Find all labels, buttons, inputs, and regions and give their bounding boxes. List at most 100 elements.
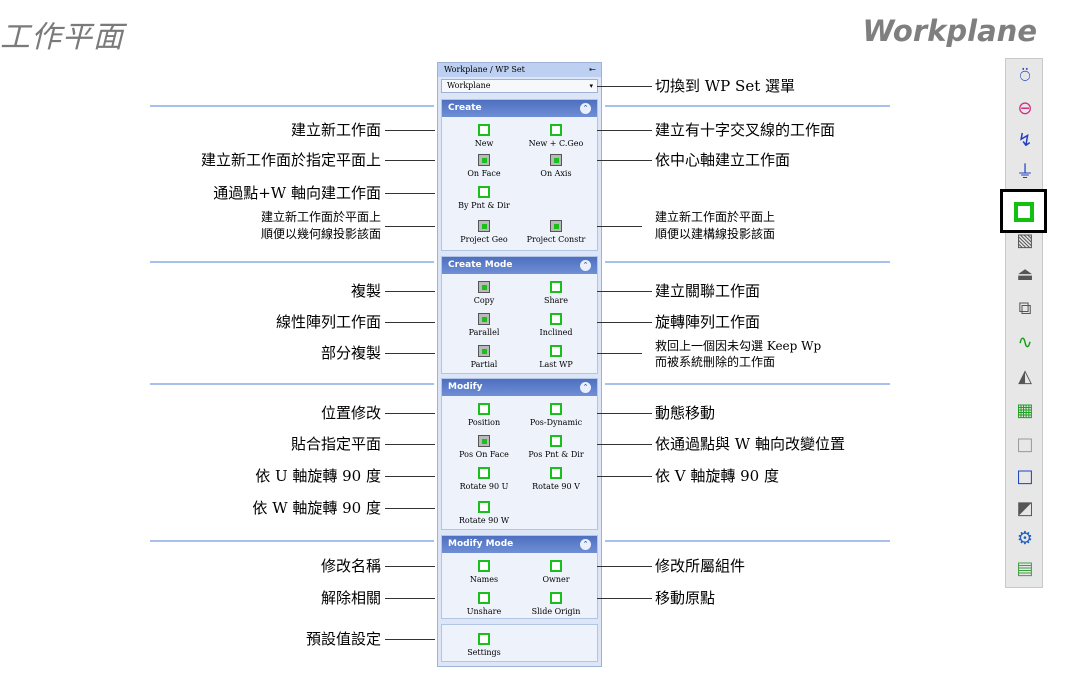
label-last-wp-1: 救回上一個因未勾選 Keep Wp xyxy=(655,339,822,353)
settings-button[interactable]: Settings xyxy=(444,631,524,658)
group-header-modify[interactable]: Modify ⌃ xyxy=(442,379,597,396)
rotate-90-v-button[interactable]: Rotate 90 V xyxy=(516,465,596,492)
unshare-icon xyxy=(476,590,492,606)
slide-origin-button[interactable]: Slide Origin xyxy=(516,590,596,617)
guide-line xyxy=(150,540,434,542)
label-partial: 部分複製 xyxy=(320,344,381,362)
on-face-button[interactable]: On Face xyxy=(444,152,524,179)
grid-icon[interactable]: ▦ xyxy=(1016,400,1034,421)
new-button[interactable]: New xyxy=(444,122,524,149)
names-button[interactable]: Names xyxy=(444,558,524,585)
label-pos-on-face: 貼合指定平面 xyxy=(290,435,381,453)
pos-pnt-dir-button[interactable]: Pos Pnt & Dir xyxy=(516,433,596,460)
cone-icon[interactable]: ⍥ xyxy=(1019,66,1031,87)
spline-icon[interactable]: ∿ xyxy=(1017,332,1033,353)
axis-icon[interactable]: ⏚ xyxy=(1016,162,1034,183)
pin-icon[interactable]: ⇤ xyxy=(589,65,596,74)
shell-icon[interactable]: ◭ xyxy=(1018,366,1032,387)
parallel-icon xyxy=(476,311,492,327)
rotate-90-u-button[interactable]: Rotate 90 U xyxy=(444,465,524,492)
connector-line xyxy=(597,291,652,292)
owner-button[interactable]: Owner xyxy=(516,558,596,585)
collapse-icon[interactable]: ⌃ xyxy=(580,382,591,393)
collapse-icon[interactable]: ⌃ xyxy=(580,539,591,550)
project-geo-button[interactable]: Project Geo xyxy=(444,218,524,245)
by-pnt-dir-button[interactable]: By Pnt & Dir xyxy=(444,184,524,211)
inclined-icon xyxy=(548,311,564,327)
label-last-wp-2: 而被系統刪除的工作面 xyxy=(655,355,776,369)
last-wp-icon xyxy=(548,343,564,359)
cube-arrow-icon[interactable]: ⧉ xyxy=(1018,298,1032,319)
connector-line xyxy=(385,322,435,323)
partial-button[interactable]: Partial xyxy=(444,343,524,370)
group-header-create[interactable]: Create ⌃ xyxy=(442,100,597,117)
axis-icon xyxy=(548,152,564,168)
cylinder-icon[interactable]: ⊖ xyxy=(1017,98,1033,119)
label-settings: 預設值設定 xyxy=(305,630,381,648)
group-modify: Modify ⌃ Position Pos-Dynamic Pos On Fac… xyxy=(441,378,598,530)
group-title: Create xyxy=(448,103,482,113)
label-on-axis: 依中心軸建立工作面 xyxy=(655,151,791,169)
project-constr-button[interactable]: Project Constr xyxy=(516,218,596,245)
frame-icon[interactable]: ▤ xyxy=(1016,558,1034,579)
label-new: 建立新工作面 xyxy=(290,121,381,139)
guide-line xyxy=(150,261,434,263)
project-geo-icon xyxy=(476,218,492,234)
connector-line xyxy=(385,226,435,227)
unshare-button[interactable]: Unshare xyxy=(444,590,524,617)
label-new-cgeo: 建立有十字交叉線的工作面 xyxy=(655,121,836,139)
group-title: Create Mode xyxy=(448,260,513,270)
guide-line xyxy=(150,383,434,385)
parallel-button[interactable]: Parallel xyxy=(444,311,524,338)
square-icon[interactable]: □ xyxy=(1016,434,1034,455)
group-modify-mode: Modify Mode ⌃ Names Owner Unshare Slide … xyxy=(441,535,598,619)
square-outline-icon[interactable]: □ xyxy=(1016,466,1034,487)
workplane-icon[interactable] xyxy=(1000,189,1047,233)
connector-line xyxy=(385,598,435,599)
new-cgeo-button[interactable]: New + C.Geo xyxy=(516,122,596,149)
collapse-icon[interactable]: ⌃ xyxy=(580,260,591,271)
connector-line xyxy=(385,476,435,477)
connector-line xyxy=(597,476,652,477)
inclined-button[interactable]: Inclined xyxy=(516,311,596,338)
owner-icon xyxy=(548,558,564,574)
connector-line xyxy=(385,444,435,445)
gear-icon[interactable]: ⚙ xyxy=(1016,528,1034,549)
pos-on-face-button[interactable]: Pos On Face xyxy=(444,433,524,460)
wedge-icon[interactable]: ◩ xyxy=(1016,498,1034,519)
label-parallel: 線性陣列工作面 xyxy=(275,313,381,331)
label-unshare: 解除相關 xyxy=(320,589,381,607)
on-axis-button[interactable]: On Axis xyxy=(516,152,596,179)
curve-icon[interactable]: ↯ xyxy=(1017,130,1033,151)
copy-button[interactable]: Copy xyxy=(444,279,524,306)
group-create: Create ⌃ New New + C.Geo On Face On Axis… xyxy=(441,99,598,251)
extrude-icon[interactable]: ⏏ xyxy=(1016,264,1034,285)
last-wp-button[interactable]: Last WP xyxy=(516,343,596,370)
group-title: Modify Mode xyxy=(448,539,514,549)
guide-line xyxy=(605,105,890,107)
pos-dynamic-button[interactable]: Pos-Dynamic xyxy=(516,401,596,428)
label-on-face: 建立新工作面於指定平面上 xyxy=(200,151,381,169)
group-title: Modify xyxy=(448,382,483,392)
position-button[interactable]: Position xyxy=(444,401,524,428)
workplane-panel: Workplane / WP Set ⇤ Workplane ▾ Create … xyxy=(437,62,602,667)
connector-line xyxy=(597,413,652,414)
label-rotate-w: 依 W 軸旋轉 90 度 xyxy=(252,499,381,517)
box-icon[interactable]: ▧ xyxy=(1016,230,1034,251)
group-header-create-mode[interactable]: Create Mode ⌃ xyxy=(442,257,597,274)
rotate-90-w-button[interactable]: Rotate 90 W xyxy=(444,499,524,526)
project-constr-icon xyxy=(548,218,564,234)
wp-set-dropdown[interactable]: Workplane ▾ xyxy=(441,79,598,93)
connector-line xyxy=(385,413,435,414)
panel-header: Workplane / WP Set ⇤ xyxy=(438,63,601,77)
dropdown-value: Workplane xyxy=(447,81,491,90)
rotate-icon xyxy=(548,465,564,481)
connector-line xyxy=(385,193,435,194)
collapse-icon[interactable]: ⌃ xyxy=(580,103,591,114)
label-pos-dynamic: 動態移動 xyxy=(655,404,716,422)
connector-line xyxy=(385,353,435,354)
group-create-mode: Create Mode ⌃ Copy Share Parallel Inclin… xyxy=(441,256,598,374)
group-header-modify-mode[interactable]: Modify Mode ⌃ xyxy=(442,536,597,553)
guide-line xyxy=(150,105,434,107)
share-button[interactable]: Share xyxy=(516,279,596,306)
